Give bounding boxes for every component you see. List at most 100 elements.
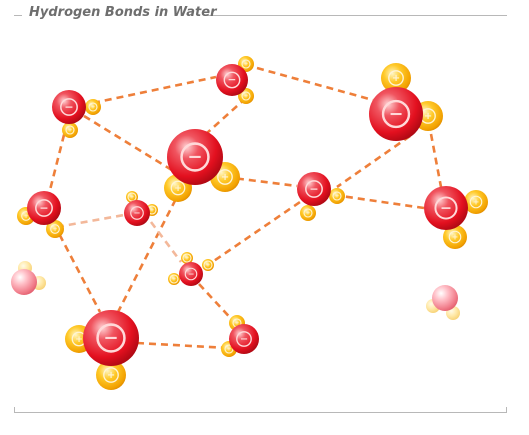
hydrogen-plus-icon: + xyxy=(244,62,249,68)
hydrogen-atom: + xyxy=(62,122,78,138)
hydrogen-atom-sphere xyxy=(381,63,411,93)
hydrogen-plus-icon: + xyxy=(53,227,58,233)
hydrogen-plus-icon-ring xyxy=(388,70,404,86)
oxygen-minus-icon: − xyxy=(389,104,404,124)
hydrogen-plus-icon-ring xyxy=(65,125,75,135)
hydrogen-plus-icon: + xyxy=(227,347,232,353)
hydrogen-atom: + xyxy=(464,190,488,214)
oxygen-atom-sphere xyxy=(167,129,223,185)
water-molecule: + +− xyxy=(297,172,345,221)
hydrogen-atom-sphere xyxy=(96,360,126,390)
hydrogen-atom-sphere xyxy=(46,220,64,238)
hydrogen-plus-icon: + xyxy=(244,94,249,100)
hydrogen-plus-icon-ring xyxy=(88,102,98,112)
hydrogen-bond-line xyxy=(56,213,125,229)
oxygen-atom-sphere xyxy=(297,172,331,206)
oxygen-atom: − xyxy=(297,172,331,206)
water-molecule xyxy=(426,285,460,320)
hydrogen-plus-icon-ring xyxy=(303,208,313,218)
hydrogen-plus-icon: + xyxy=(68,128,73,134)
frame-top-left-line xyxy=(14,15,22,16)
oxygen-minus-icon-ring xyxy=(35,199,53,217)
molecules-layer: ++−++−++−++−++−++−++−++−+++−++−++− xyxy=(11,56,488,390)
hydrogen-atom: + xyxy=(381,63,411,93)
hydrogen-atom-sphere xyxy=(464,190,488,214)
hydrogen-bond-line xyxy=(204,200,301,269)
hydrogen-atom-sphere xyxy=(443,225,467,249)
oxygen-atom: − xyxy=(83,310,139,366)
hydrogen-plus-icon: + xyxy=(452,232,459,241)
oxygen-minus-icon-ring xyxy=(184,267,198,281)
oxygen-minus-icon: − xyxy=(103,328,118,349)
hydrogen-plus-icon: + xyxy=(91,105,96,111)
hydrogen-plus-icon: + xyxy=(206,263,211,269)
oxygen-minus-icon-ring xyxy=(305,180,323,198)
hydrogen-plus-icon: + xyxy=(221,172,229,183)
oxygen-minus-icon-ring xyxy=(434,196,458,220)
hydrogen-plus-icon: + xyxy=(174,184,182,194)
hydrogen-plus-icon: + xyxy=(424,111,432,122)
oxygen-minus-icon-ring xyxy=(60,98,78,116)
water-molecule: ++− xyxy=(124,191,158,226)
hydrogen-bond-line xyxy=(52,223,102,313)
oxygen-atom: − xyxy=(52,90,86,124)
hydrogen-plus-icon: + xyxy=(392,73,400,84)
hydrogen-plus-icon: + xyxy=(150,208,155,214)
hydrogen-plus-icon-ring xyxy=(103,367,119,383)
oxygen-atom-sphere xyxy=(83,310,139,366)
hydrogen-atom-sphere xyxy=(62,122,78,138)
hydrogen-plus-icon: + xyxy=(335,194,340,200)
water-molecule: + +− xyxy=(164,129,240,202)
hydrogen-bond-line xyxy=(429,133,443,188)
oxygen-minus-icon: − xyxy=(133,208,140,218)
oxygen-atom-sphere xyxy=(27,191,61,225)
hydrogen-atom: + xyxy=(181,252,193,264)
water-molecule: ++− xyxy=(221,315,259,357)
water-molecule: ++− xyxy=(65,310,139,390)
frame-left-tick xyxy=(14,407,15,413)
frame-bottom-line xyxy=(14,412,507,413)
oxygen-minus-icon: − xyxy=(440,200,452,216)
hydrogen-plus-icon: + xyxy=(24,214,29,220)
hydrogen-bond-line xyxy=(256,66,374,102)
hydrogen-atom: + xyxy=(202,259,214,271)
oxygen-atom-sphere xyxy=(369,87,423,141)
oxygen-minus-icon-ring xyxy=(180,142,210,172)
oxygen-atom: − xyxy=(216,64,248,96)
hydrogen-atom: + xyxy=(443,225,467,249)
oxygen-atom: − xyxy=(179,262,203,286)
oxygen-atom: − xyxy=(167,129,223,185)
oxygen-minus-icon: − xyxy=(39,201,48,214)
hydrogen-plus-icon: + xyxy=(473,197,480,206)
oxygen-atom-sphere xyxy=(52,90,86,124)
hydrogen-plus-icon-ring xyxy=(50,224,60,234)
frame-right-tick xyxy=(506,407,507,413)
hydrogen-atom: + xyxy=(300,205,316,221)
hydrogen-atom: + xyxy=(85,99,101,115)
water-molecule: + + − xyxy=(52,90,101,138)
hydrogen-bond-line xyxy=(149,221,183,263)
hydrogen-plus-icon-ring xyxy=(182,253,192,263)
hydrogen-plus-icon-ring xyxy=(170,180,186,196)
oxygen-atom-sphere xyxy=(424,186,468,230)
hydrogen-plus-icon: + xyxy=(75,335,83,345)
hydrogen-bond-line xyxy=(206,97,247,134)
oxygen-minus-icon-ring xyxy=(381,99,411,129)
hydrogen-plus-icon-ring xyxy=(448,230,462,244)
oxygen-atom: − xyxy=(229,324,259,354)
oxygen-minus-icon: − xyxy=(64,100,73,113)
water-molecule: + + − xyxy=(369,63,443,141)
hydrogen-bond-line xyxy=(92,75,217,105)
hydrogen-plus-icon: + xyxy=(172,277,177,283)
oxygen-atom-sphere xyxy=(11,269,37,295)
hydrogen-plus-icon-ring xyxy=(469,195,483,209)
oxygen-atom-sphere xyxy=(179,262,203,286)
hydrogen-bond-line xyxy=(333,193,425,210)
hydrogen-plus-icon-ring xyxy=(332,191,342,201)
hydrogen-bond-line xyxy=(198,283,237,325)
water-molecule: + + +− xyxy=(168,252,214,286)
oxygen-atom xyxy=(11,269,37,295)
diagram-title: Hydrogen Bonds in Water xyxy=(29,5,217,20)
hydrogen-plus-icon-ring xyxy=(203,260,213,270)
water-molecule xyxy=(11,261,46,295)
